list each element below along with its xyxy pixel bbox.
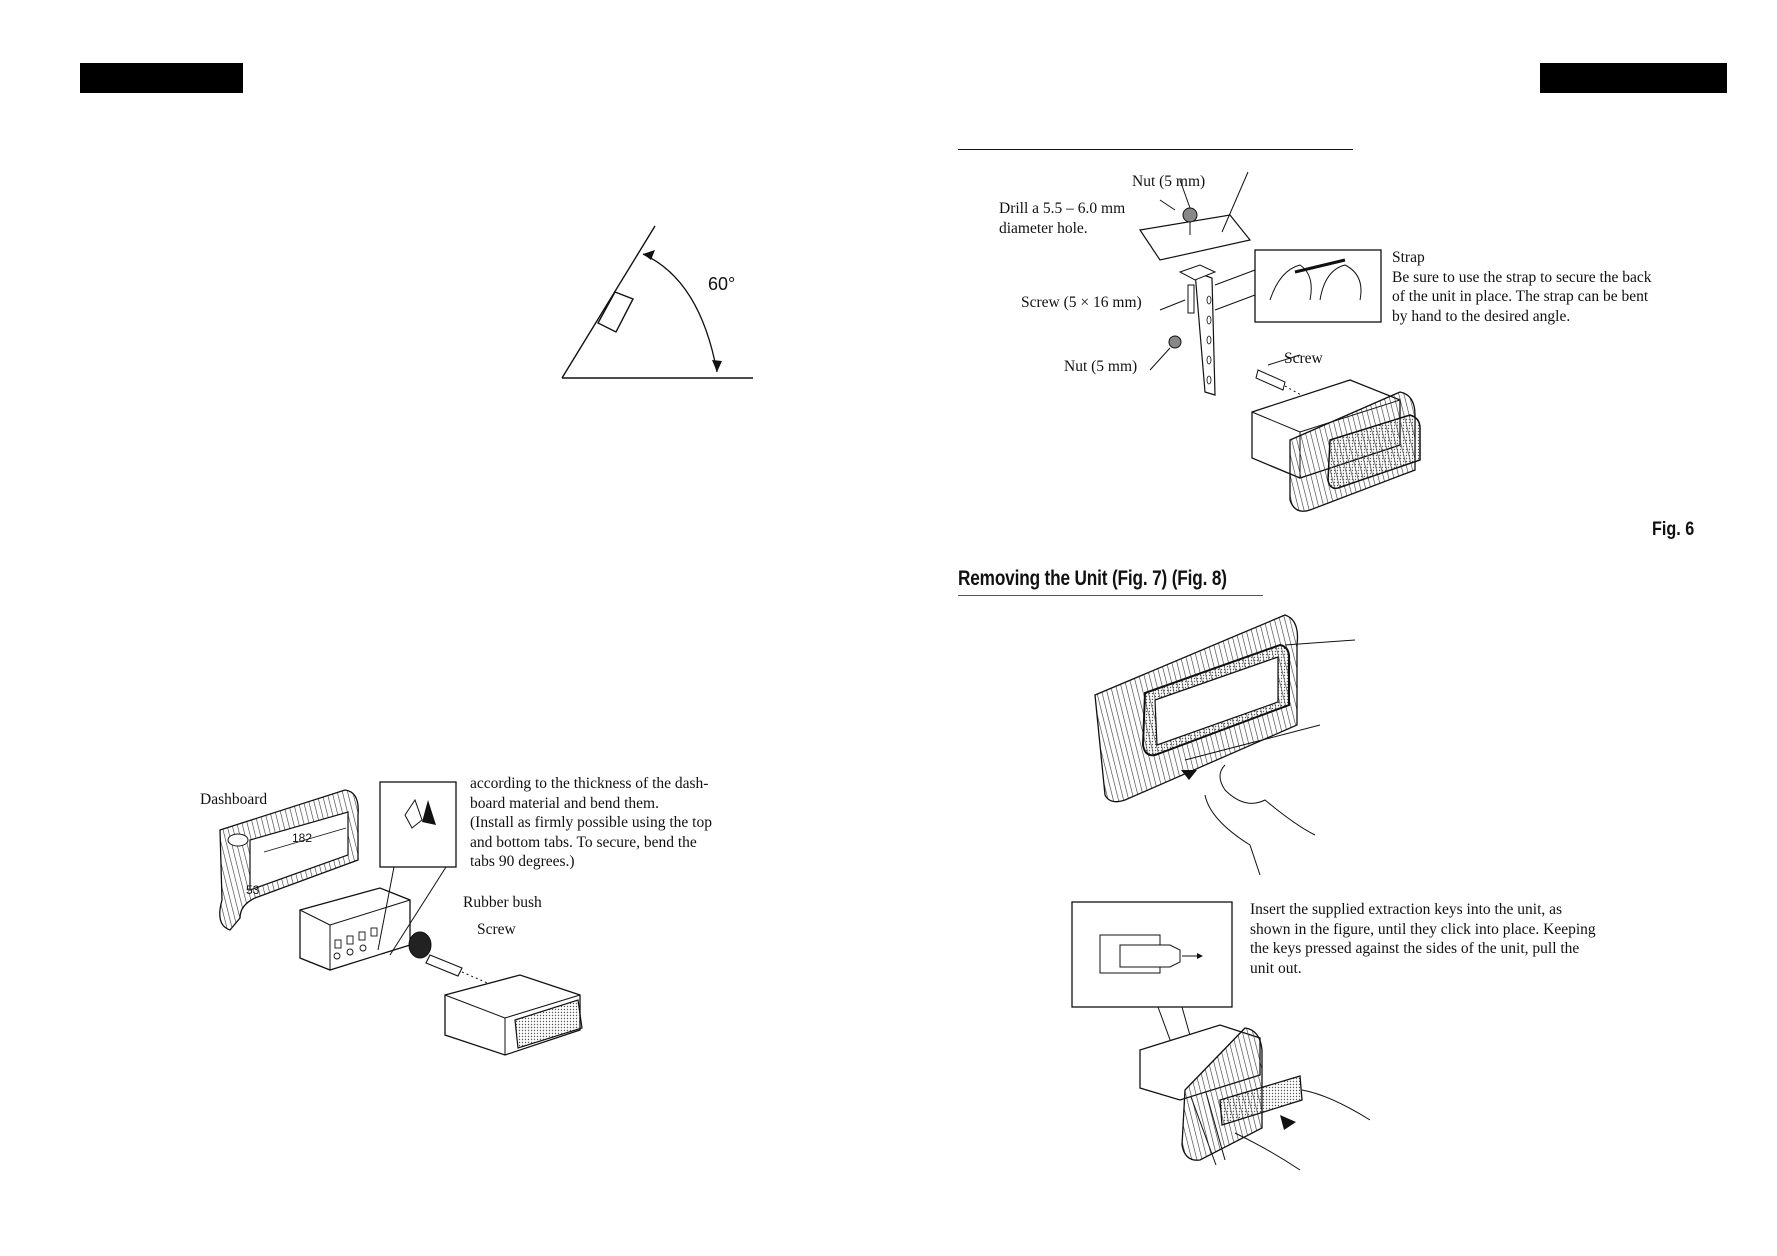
fig6-label: Fig. 6 (1652, 519, 1695, 540)
mounting-angle-diagram: 60° (561, 225, 753, 379)
drill-line: diameter hole. (999, 219, 1088, 237)
instruction-line: and bottom tabs. To secure, bend the (470, 833, 697, 851)
instruction-line: shown in the figure, until they click in… (1250, 920, 1596, 938)
screw-label-fig6: Screw (1284, 350, 1323, 367)
angle-label: 60° (708, 274, 735, 294)
extraction-instruction: Insert the supplied extraction keys into… (1250, 900, 1650, 978)
dashboard-label: Dashboard (200, 791, 268, 808)
instruction-line: according to the thickness of the dash- (470, 775, 709, 792)
instruction-line: (Install as firmly possible using the to… (470, 814, 712, 831)
screw-5x16-label: Screw (5 × 16 mm) (1021, 294, 1142, 311)
instruction-line: board material and bend them. (470, 794, 659, 812)
strap-line: of the unit in place. The strap can be b… (1392, 288, 1649, 305)
right-header-bar (1540, 63, 1727, 93)
removing-unit-heading: Removing the Unit (Fig. 7) (Fig. 8) (958, 567, 1227, 590)
instruction-line: tabs 90 degrees.) (470, 853, 575, 870)
left-header-bar (80, 63, 243, 93)
dimension-height: 53 (246, 883, 260, 897)
bend-tabs-instruction: according to the thickness of the dash- … (470, 774, 750, 872)
section-rule (958, 149, 1353, 151)
instruction-line: Insert the supplied extraction keys into… (1250, 901, 1563, 918)
drill-hole-label: Drill a 5.5 – 6.0 mm diameter hole. (999, 199, 1125, 238)
dimension-width: 182 (292, 831, 312, 845)
extraction-keys-diagram (1071, 901, 1371, 1171)
instruction-line: the keys pressed against the sides of th… (1250, 940, 1580, 957)
remove-front-panel-diagram (1094, 614, 1356, 876)
nut-bottom-label: Nut (5 mm) (1064, 358, 1138, 375)
strap-line: Be sure to use the strap to secure the b… (1392, 268, 1652, 286)
instruction-line: unit out. (1250, 959, 1302, 977)
strap-title: Strap (1392, 249, 1425, 266)
screw-label: Screw (477, 921, 516, 938)
strap-line: by hand to the desired angle. (1392, 307, 1571, 325)
strap-mounting-diagram (1138, 171, 1421, 512)
heading-underline (958, 595, 1263, 596)
drill-line: Drill a 5.5 – 6.0 mm (999, 200, 1126, 217)
nut-top-label: Nut (5 mm) (1132, 173, 1206, 190)
dashboard-install-diagram: 182 53 (219, 781, 583, 1056)
rubber-bush-label: Rubber bush (463, 894, 542, 911)
strap-note: Strap Be sure to use the strap to secure… (1392, 248, 1712, 326)
